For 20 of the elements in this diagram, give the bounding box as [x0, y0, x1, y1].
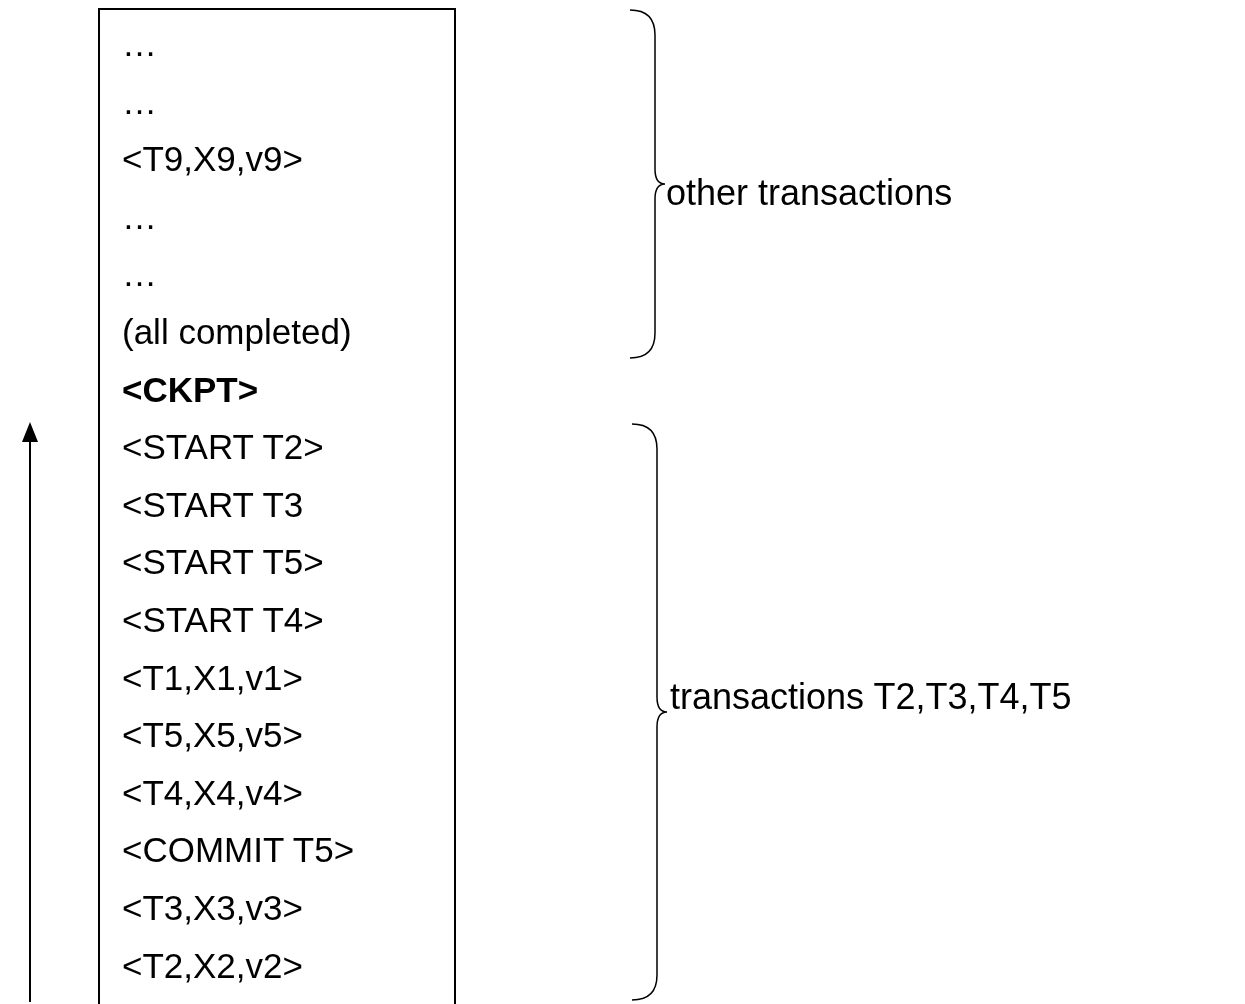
log-entry: <T3,X3,v3> — [122, 888, 303, 928]
log-entry: <START T3 — [122, 484, 304, 525]
log-entry: … — [122, 196, 157, 237]
log-entry: <START T5> — [122, 542, 324, 583]
log-entry: <COMMIT T5> — [122, 830, 355, 871]
log-entry: <START T2> — [122, 427, 324, 468]
brace-label: other transactions — [666, 173, 953, 213]
log-entry: <T9,X9,v9> — [122, 139, 303, 180]
log-entry: (all completed) — [122, 312, 352, 352]
log-entry: … — [122, 254, 157, 295]
log-entry: <CKPT> — [122, 369, 259, 410]
log-entry: <T1,X1,v1> — [122, 657, 303, 698]
log-entry: <T2,X2,v2> — [122, 945, 303, 986]
log-entry: … — [122, 24, 157, 64]
brace-label: transactions T2,T3,T4,T5 — [670, 677, 1072, 717]
log-entry: <START T4> — [122, 600, 324, 640]
log-entry: <T4,X4,v4> — [122, 772, 303, 813]
log-box — [98, 8, 456, 1004]
log-entry: <T5,X5,v5> — [122, 715, 303, 756]
log-entry: … — [122, 81, 157, 122]
